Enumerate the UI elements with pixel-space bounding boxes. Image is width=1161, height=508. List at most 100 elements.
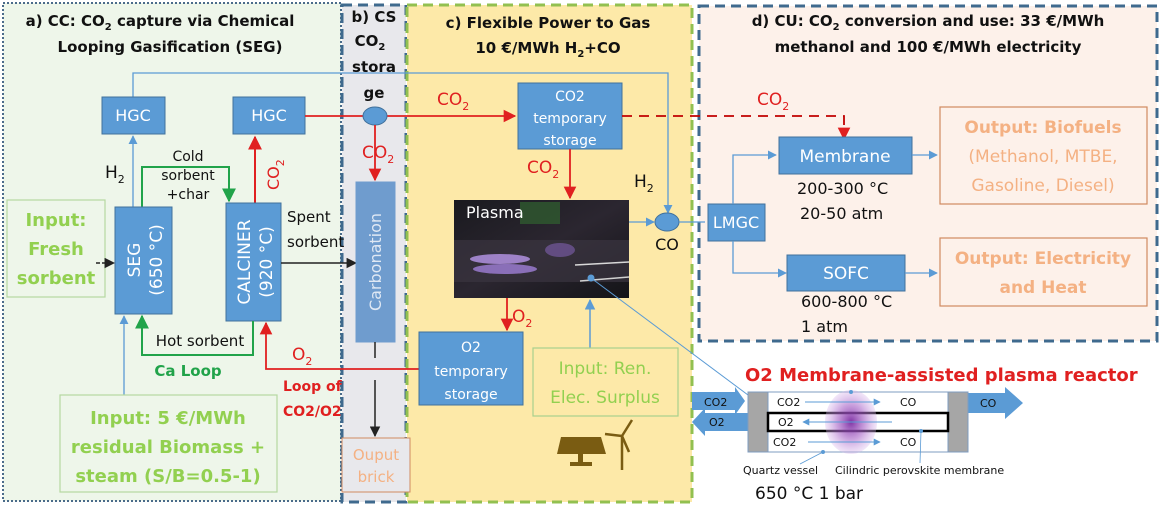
input-fresh-label-3: sorbent [17,268,96,289]
wind-turbine-icon [604,419,634,470]
carbonation-box[interactable] [355,181,396,343]
input-fresh-label-1: Input: [25,210,86,231]
ptg-o2-label: O2 [512,307,532,330]
spent-sorbent-label-1: Spent [287,208,331,226]
reactor-row3-out: CO [900,436,917,449]
input-ren-elec-box [532,347,679,417]
hgc-right-label: HGC [251,106,287,125]
seg-reactor-box[interactable] [114,206,173,315]
reactor-co2-in-arrow [692,387,745,415]
co2-junction-node [362,106,388,126]
reactor-o2-out-label: O2 [709,416,725,429]
hgc-left-box[interactable] [101,96,166,135]
sofc-temp-label: 600-800 °C [801,292,892,311]
ptg-co-label: CO [655,235,679,254]
hot-sorbent-label: Hot sorbent [156,332,245,350]
plasma-glow-2 [473,264,537,274]
cold-sorbent-loop [141,166,236,207]
lmgc-to-membrane-line [732,150,777,204]
ptg-co2-arrow-label: CO2 [437,90,469,113]
o2-loop-label: O2 [292,345,312,368]
co2-vertical-label: CO2 [264,159,287,190]
calciner-box[interactable] [225,202,282,322]
membrane-temp-label: 200-300 °C [797,179,888,198]
syngas-junction-node [654,212,680,232]
seg-label: SEG [125,243,145,278]
plasma-rod-2 [579,276,630,282]
membrane-callout-dot [919,429,923,433]
o2-storage-label-2: temporary [434,364,508,380]
input-ren-label-2: Elec. Surplus [550,388,660,408]
input-ren-label-1: Input: Ren. [559,359,652,379]
co2-dashed-to-membrane [622,115,851,141]
reactor-co-out-arrow [968,387,1023,419]
reactor-row2: O2 [778,416,794,429]
lmgc-box[interactable] [707,203,766,242]
section-cu [697,4,1159,343]
output-brick-box [341,437,411,493]
sofc-pressure-label: 1 atm [801,317,848,336]
cu-co2-label: CO2 [757,90,789,113]
h2-flow-line [132,72,673,214]
cs-title-1: b) CS [352,8,397,26]
output-biofuels-label-1: Output: Biofuels [964,118,1121,138]
reactor-end-cap-right [947,391,969,453]
quartz-callout-dot [821,450,825,454]
loop-of-label-2: CO2/O2 [283,404,342,420]
reactor-row3-in: CO2 [773,436,796,449]
loop-of-label-1: Loop of [283,379,343,395]
output-brick-label-1: Ouput [353,446,399,464]
hgc-right-box[interactable] [232,96,306,135]
seg-temp-label: (650 °C) [147,224,167,296]
carbonation-label: Carbonation [366,213,385,311]
quartz-vessel-label: Quartz vessel [743,464,818,477]
output-brick-label-2: brick [358,468,395,486]
h2-label: H2 [105,163,125,186]
co2-storage-label-1: CO2 [555,89,585,105]
reactor-o2-out-arrow [692,408,748,436]
reactor-row1-out: CO [900,396,917,409]
cold-sorbent-label-1: Cold [172,149,203,165]
o2-storage-label-1: O2 [461,340,481,356]
cs-co2-label: CO2 [362,143,394,166]
o2-loop-line [259,321,420,370]
cu-title-1: d) CU: CO2 conversion and use: 33 €/MWh [752,12,1105,33]
membrane-callout-line [919,430,922,464]
plasma-top-dot [849,390,853,394]
cu-title-2: methanol and 100 €/MWh electricity [775,38,1082,56]
reactor-co-out-label: CO [980,397,997,410]
reactor-title: O2 Membrane-assisted plasma reactor [745,365,1138,386]
plasma-label: Plasma [466,203,524,222]
input-biomass-box [59,394,278,493]
cold-sorbent-label-3: +char [167,187,210,203]
cc-title-2: Looping Gasification (SEG) [58,38,283,56]
perovskite-membrane-label: Cilindric perovskite membrane [835,464,1004,477]
cold-sorbent-label-2: sorbent [161,168,215,184]
plasma-rod [574,261,630,266]
calciner-label: CALCINER [235,219,255,304]
o2-storage-label-3: storage [444,387,497,403]
spent-sorbent-label-2: sorbent [287,233,344,251]
calciner-temp-label: (920 °C) [257,226,277,298]
sofc-box[interactable] [786,254,906,292]
ptg-co2-down-label: CO2 [527,158,559,181]
co2-temp-storage-box[interactable] [517,82,623,150]
o2-temp-storage-box[interactable] [418,331,524,406]
reactor-callout-line [590,277,749,396]
cs-title-2: CO2 [355,32,386,53]
plasma-glow-1 [470,254,530,264]
reactor-conditions-label: 650 °C 1 bar [755,484,863,504]
cs-title-3: stora [352,58,396,76]
ptg-title-2: 10 €/MWh H2+CO [475,39,620,60]
solar-panel-icon [557,437,606,466]
quartz-callout-line [799,451,824,465]
ptg-title-1: c) Flexible Power to Gas [446,14,651,32]
membrane-label: Membrane [799,147,890,167]
output-biofuels-label-3: Gasoline, Diesel) [971,176,1114,196]
input-fresh-sorbent-box [6,199,106,298]
output-electricity-box [939,237,1148,307]
ca-loop-label: Ca Loop [154,362,222,380]
plasma-photo-green [520,202,560,224]
membrane-box[interactable] [778,136,913,175]
